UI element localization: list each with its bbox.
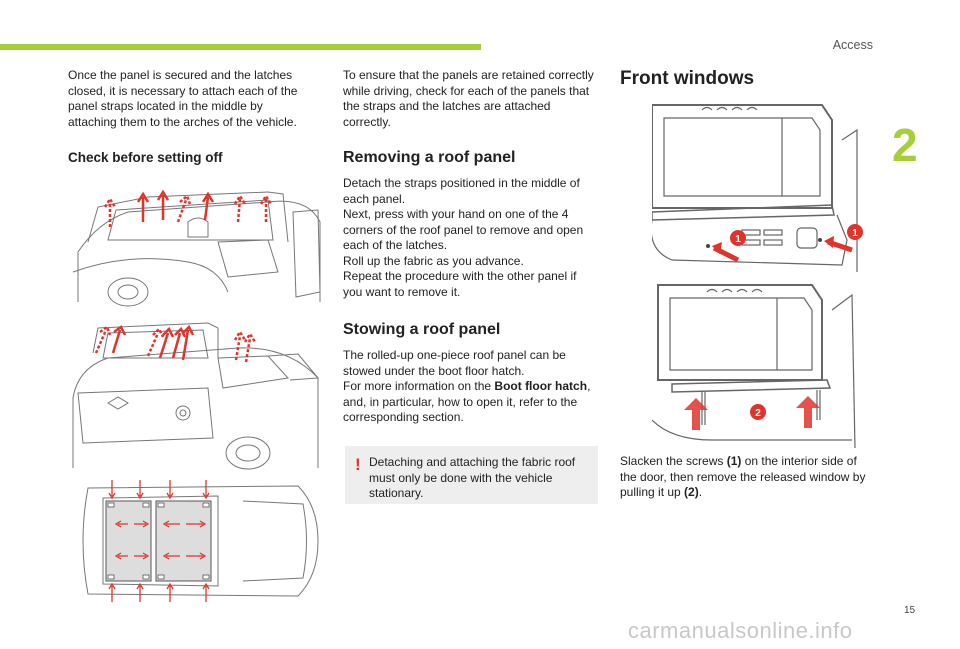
check-heading: Check before setting off xyxy=(68,150,223,165)
removing-text: Detach the straps positioned in the midd… xyxy=(343,176,595,300)
removing-heading: Removing a roof panel xyxy=(343,149,516,166)
removing-step-4: Repeat the procedure with the other pane… xyxy=(343,269,577,299)
front-windows-heading: Front windows xyxy=(620,68,755,89)
car-front-illustration xyxy=(72,189,321,307)
removing-step-3: Roll up the fabric as you advance. xyxy=(343,253,524,268)
front-windows-text: Slacken the screws (1) on the interior s… xyxy=(620,454,866,499)
section-title: Access xyxy=(832,38,873,52)
warning-note-text: Detaching and attaching the fabric roof … xyxy=(369,455,576,500)
callout-2: 2 xyxy=(755,408,761,419)
watermark: carmanualsonline.info xyxy=(628,618,853,643)
header-accent-bar xyxy=(0,44,481,50)
removing-step-1: Detach the straps positioned in the midd… xyxy=(343,176,580,206)
stowing-heading: Stowing a roof panel xyxy=(343,321,501,338)
col2-intro-text: To ensure that the panels are retained c… xyxy=(343,68,594,129)
warning-note: ! Detaching and attaching the fabric roo… xyxy=(345,446,598,504)
warning-icon: ! xyxy=(355,455,361,474)
col1-intro-text: Once the panel is secured and the latche… xyxy=(68,68,298,129)
car-rear-illustration xyxy=(72,322,320,470)
roof-top-view-illustration xyxy=(82,480,319,602)
callout-1-a: 1 xyxy=(735,234,741,245)
door-screws-illustration: 1 1 xyxy=(652,104,863,272)
page-number: 15 xyxy=(904,605,916,616)
stowing-step-1: The rolled-up one-piece roof panel can b… xyxy=(343,348,566,378)
window-removal-illustration: 2 xyxy=(652,284,856,448)
chapter-number: 2 xyxy=(892,119,918,171)
callout-1-b: 1 xyxy=(852,228,858,239)
stowing-step-2: For more information on the Boot floor h… xyxy=(343,379,591,424)
removing-step-2: Next, press with your hand on one of the… xyxy=(343,207,584,252)
boot-floor-hatch-ref: Boot floor hatch xyxy=(494,379,588,393)
stowing-text: The rolled-up one-piece roof panel can b… xyxy=(343,348,595,426)
